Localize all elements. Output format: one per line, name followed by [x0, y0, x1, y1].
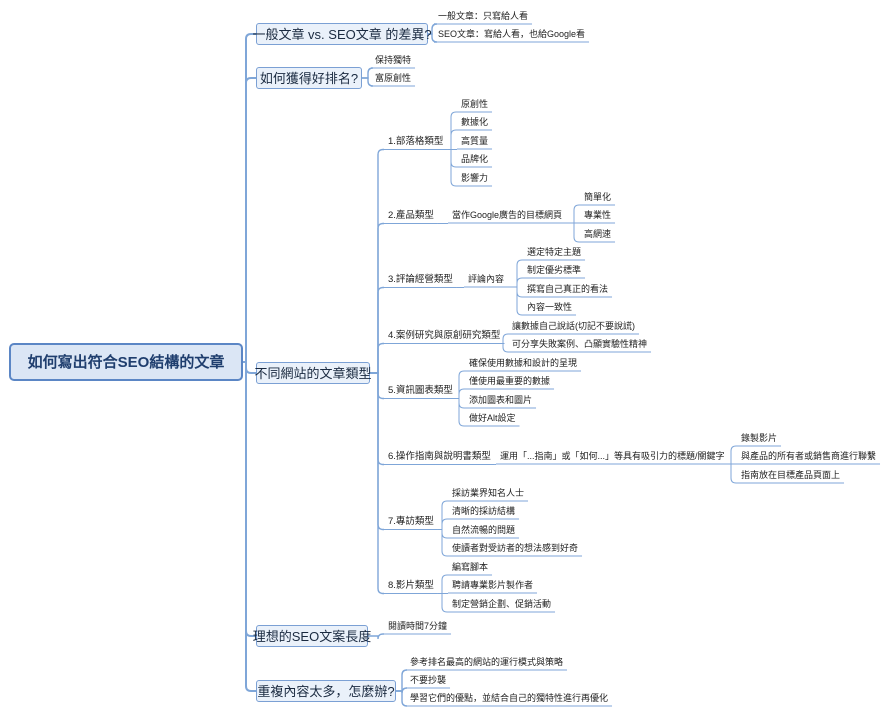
connector — [728, 463, 737, 484]
connector — [437, 529, 448, 557]
video-item-1[interactable]: 編寫腳本 — [452, 562, 489, 572]
topic-article-types[interactable]: 不同網站的文章類型 — [255, 362, 372, 384]
connector — [370, 372, 384, 531]
connector — [437, 529, 448, 539]
connector — [428, 33, 438, 43]
connector — [370, 372, 384, 466]
interview-item-1[interactable]: 採訪業界知名人士 — [452, 488, 525, 498]
guide-item-3[interactable]: 指南放在目標產品頁面上 — [741, 470, 841, 480]
topic-duplicate-content[interactable]: 重複內容太多，怎麼辦? — [256, 680, 396, 702]
connector — [728, 445, 737, 465]
blog-item-2[interactable]: 數據化 — [461, 117, 489, 127]
review-item-2[interactable]: 制定優劣標準 — [527, 265, 582, 275]
review-item-3[interactable]: 撰寫自己真正的看法 — [527, 284, 609, 294]
guide-item-2[interactable]: 與產品的所有者或銷售商進行聯繫 — [741, 451, 877, 461]
case-item-2[interactable]: 可分享失敗案例、凸顯實驗性精神 — [512, 339, 648, 349]
connector — [370, 342, 384, 374]
connector — [243, 361, 256, 637]
guide-item-1[interactable]: 錄製影片 — [741, 433, 778, 443]
blog-item-4[interactable]: 品牌化 — [461, 154, 489, 164]
m1-item-1[interactable]: 一般文章：只寫給人看 — [438, 11, 529, 21]
type-interview[interactable]: 7.專訪類型 — [388, 516, 434, 527]
product-item-3[interactable]: 高網速 — [584, 229, 612, 239]
connector — [456, 398, 465, 427]
info-item-4[interactable]: 做好Alt設定 — [469, 413, 516, 423]
connector — [447, 149, 457, 187]
connector — [566, 222, 580, 243]
connector — [508, 259, 523, 288]
product-item-2[interactable]: 專業性 — [584, 210, 612, 220]
blog-item-3[interactable]: 高質量 — [461, 136, 489, 146]
connector — [456, 370, 465, 399]
connector — [437, 518, 448, 530]
connector — [437, 500, 448, 530]
type-video[interactable]: 8.影片類型 — [388, 580, 434, 591]
topic-difference[interactable]: 一般文章 vs. SEO文章 的差異? — [252, 23, 432, 45]
connector — [370, 222, 384, 374]
connector — [370, 372, 384, 595]
video-item-2[interactable]: 聘請專業影片製作者 — [452, 580, 534, 590]
connector — [362, 67, 374, 79]
length-item-1[interactable]: 閱讀時間7分鐘 — [388, 621, 448, 631]
connector — [362, 77, 374, 87]
connector — [447, 111, 457, 150]
connector — [243, 33, 256, 363]
blog-item-5[interactable]: 影響力 — [461, 173, 489, 183]
dup-item-2[interactable]: 不要抄襲 — [410, 675, 447, 685]
interview-item-3[interactable]: 自然流暢的問題 — [452, 525, 516, 535]
connector — [396, 690, 408, 707]
m2-item-1[interactable]: 保持獨特 — [375, 55, 412, 65]
m1-item-2[interactable]: SEO文章：寫給人看，也給Google看 — [438, 29, 586, 39]
connector — [370, 286, 384, 374]
type-blog[interactable]: 1.部落格類型 — [388, 136, 444, 147]
blog-item-1[interactable]: 原創性 — [461, 99, 489, 109]
connector — [396, 669, 408, 692]
review-mid[interactable]: 評論內容 — [468, 274, 505, 284]
dup-item-1[interactable]: 參考排名最高的網站的運行模式與策略 — [410, 657, 564, 667]
type-guide[interactable]: 6.操作指南與說明書類型 — [388, 451, 491, 462]
connector — [243, 361, 256, 692]
connector — [370, 148, 384, 374]
connector — [456, 388, 465, 399]
info-item-2[interactable]: 僅使用最重要的數據 — [469, 376, 551, 386]
interview-item-4[interactable]: 使讀者對受訪者的想法感到好奇 — [452, 543, 579, 553]
case-item-1[interactable]: 讓數據自己說話(切記不要說謊) — [512, 321, 635, 331]
info-item-3[interactable]: 添加圖表和圖片 — [469, 395, 533, 405]
interview-item-2[interactable]: 清晰的採訪結構 — [452, 506, 516, 516]
connector — [428, 23, 438, 35]
info-item-1[interactable]: 確保使用數據和設計的呈現 — [469, 358, 578, 368]
connector — [508, 286, 523, 298]
product-mid[interactable]: 當作Google廣告的目標網頁 — [452, 210, 563, 220]
type-case-study[interactable]: 4.案例研究與原創研究類型 — [388, 330, 501, 341]
m2-item-2[interactable]: 富原創性 — [375, 73, 412, 83]
review-item-4[interactable]: 內容一致性 — [527, 302, 573, 312]
connector — [370, 372, 384, 400]
connector — [437, 593, 448, 613]
connector — [502, 343, 509, 353]
video-item-3[interactable]: 制定營銷企劃、促銷活動 — [452, 599, 552, 609]
topic-ideal-length[interactable]: 理想的SEO文案長度 — [253, 625, 371, 647]
guide-mid[interactable]: 運用「...指南」或「如何...」等具有吸引力的標題/關鍵字 — [500, 451, 725, 461]
connector — [502, 333, 509, 344]
dup-item-3[interactable]: 學習它們的優點，並結合自己的獨特性進行再優化 — [410, 693, 609, 703]
connector — [508, 277, 523, 288]
topic-ranking[interactable]: 如何獲得好排名? — [256, 67, 362, 89]
review-item-1[interactable]: 選定特定主題 — [527, 247, 582, 257]
connector — [508, 286, 523, 316]
connector — [566, 204, 580, 224]
connector — [368, 633, 384, 640]
connector — [447, 149, 457, 168]
connector — [243, 77, 256, 363]
type-product[interactable]: 2.產品類型 — [388, 210, 434, 221]
connector — [437, 574, 448, 594]
product-item-1[interactable]: 簡單化 — [584, 192, 612, 202]
connector — [447, 129, 457, 150]
type-infographic[interactable]: 5.資訊圖表類型 — [388, 385, 453, 396]
type-review[interactable]: 3.評論經營類型 — [388, 274, 453, 285]
root-node[interactable]: 如何寫出符合SEO結構的文章 — [9, 343, 243, 381]
connector — [456, 398, 465, 409]
